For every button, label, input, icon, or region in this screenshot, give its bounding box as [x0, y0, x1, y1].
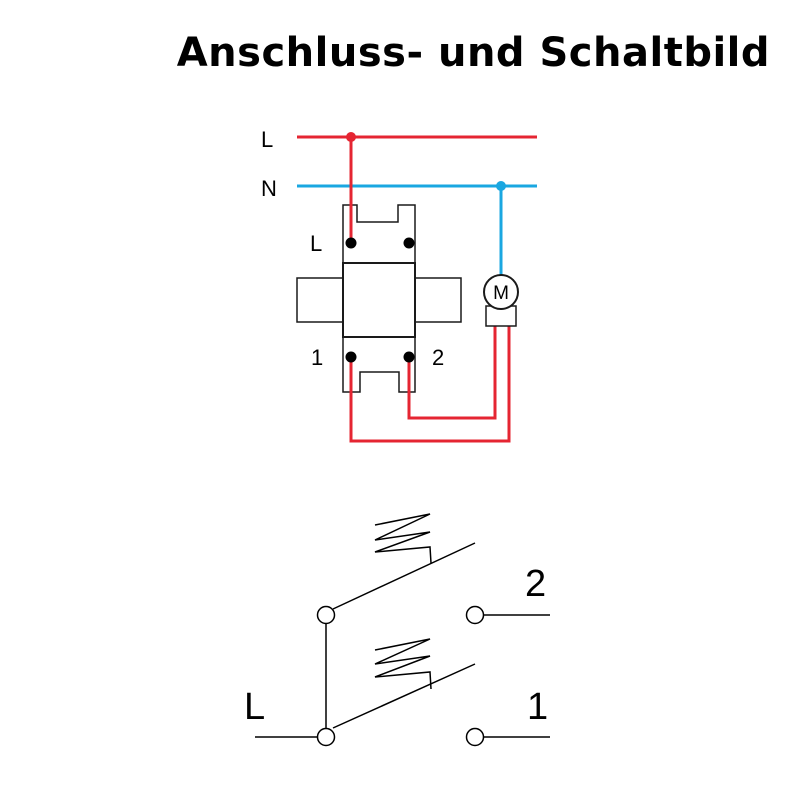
schematic-lever-lower [332, 663, 476, 729]
schematic-output-2-label: 2 [525, 563, 546, 605]
wire-terminal-2 [407, 325, 497, 420]
neutral-junction-dot [496, 181, 506, 191]
schematic-contact-2 [465, 605, 485, 625]
wire-terminal-1 [349, 325, 511, 443]
neutral-line-label: N [261, 176, 277, 201]
phase-line-label: L [261, 127, 273, 152]
schematic-spring-upper [374, 513, 432, 564]
terminal-l-label: L [310, 231, 322, 256]
schematic-output-1-label: 1 [527, 686, 548, 728]
terminal-2-dot [403, 351, 415, 363]
terminal-top-right-dot [403, 237, 415, 249]
schematic-common-contact-lower [316, 727, 336, 747]
schematic-lever-upper [332, 542, 476, 610]
schematic-spring-lower [374, 638, 432, 690]
motor-symbol [483, 274, 519, 310]
terminal-2-label: 2 [432, 345, 444, 370]
terminal-1-label: 1 [311, 345, 323, 370]
terminal-1-dot [345, 351, 357, 363]
phase-junction-dot [346, 132, 356, 142]
motor-label: M [493, 283, 509, 304]
diagram-title: Anschluss- und Schaltbild [176, 30, 770, 76]
terminal-l-dot [345, 237, 357, 249]
schematic-contact-1 [465, 727, 485, 747]
schematic-input-label: L [244, 686, 265, 728]
switch-rocker [342, 262, 416, 338]
schematic-common-contact-upper [316, 605, 336, 625]
